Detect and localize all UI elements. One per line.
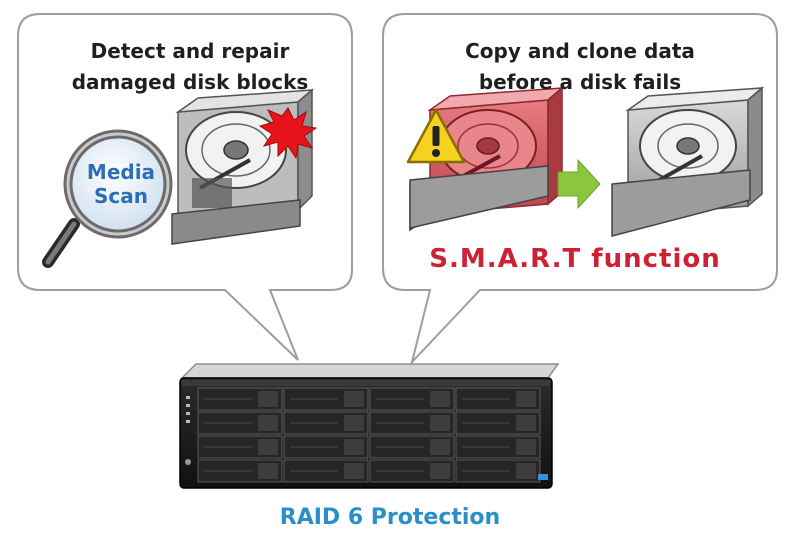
drive-bay-handle — [258, 463, 278, 479]
drive-bay-handle — [258, 391, 278, 407]
clone-hard-drive-icon — [611, 86, 765, 237]
drive-bay-handle — [344, 415, 364, 431]
drive-bay-handle — [344, 463, 364, 479]
left-caption-line-2: damaged disk blocks — [71, 70, 309, 94]
drive-bay-handle — [430, 415, 450, 431]
burst-icon — [258, 107, 318, 160]
drive-bay-handle — [516, 463, 536, 479]
drive-bay-handle — [344, 439, 364, 455]
right-caption: Copy and clone data before a disk fails — [420, 36, 740, 98]
left-caption: Detect and repair damaged disk blocks — [40, 36, 340, 98]
hard-drive-icon — [171, 88, 315, 245]
drive-bay-handle — [430, 391, 450, 407]
warning-icon — [406, 108, 466, 164]
smart-function-label: S.M.A.R.T function — [429, 244, 721, 274]
media-scan-line-1: Media — [86, 160, 156, 184]
status-leds — [185, 396, 191, 465]
drive-bay-handle — [258, 439, 278, 455]
arrow-right-icon — [557, 158, 601, 210]
drive-bay-handle — [430, 463, 450, 479]
raid-protection-label: RAID 6 Protection — [279, 505, 501, 530]
drive-bay-handle — [258, 415, 278, 431]
drive-bay-handle — [516, 391, 536, 407]
server-usb-port — [538, 474, 548, 480]
left-caption-line-1: Detect and repair — [90, 39, 290, 63]
right-caption-line-2: before a disk fails — [478, 70, 682, 94]
drive-bay-handle — [430, 439, 450, 455]
storage-server-icon — [179, 363, 560, 489]
media-scan-label: Media Scan — [66, 160, 176, 208]
drive-bays — [197, 387, 541, 483]
drive-bay-handle — [516, 439, 536, 455]
right-caption-line-1: Copy and clone data — [465, 39, 695, 63]
drive-bay-handle — [516, 415, 536, 431]
media-scan-line-2: Scan — [94, 184, 148, 208]
drive-bay-handle — [344, 391, 364, 407]
magnifier-icon — [42, 129, 173, 268]
